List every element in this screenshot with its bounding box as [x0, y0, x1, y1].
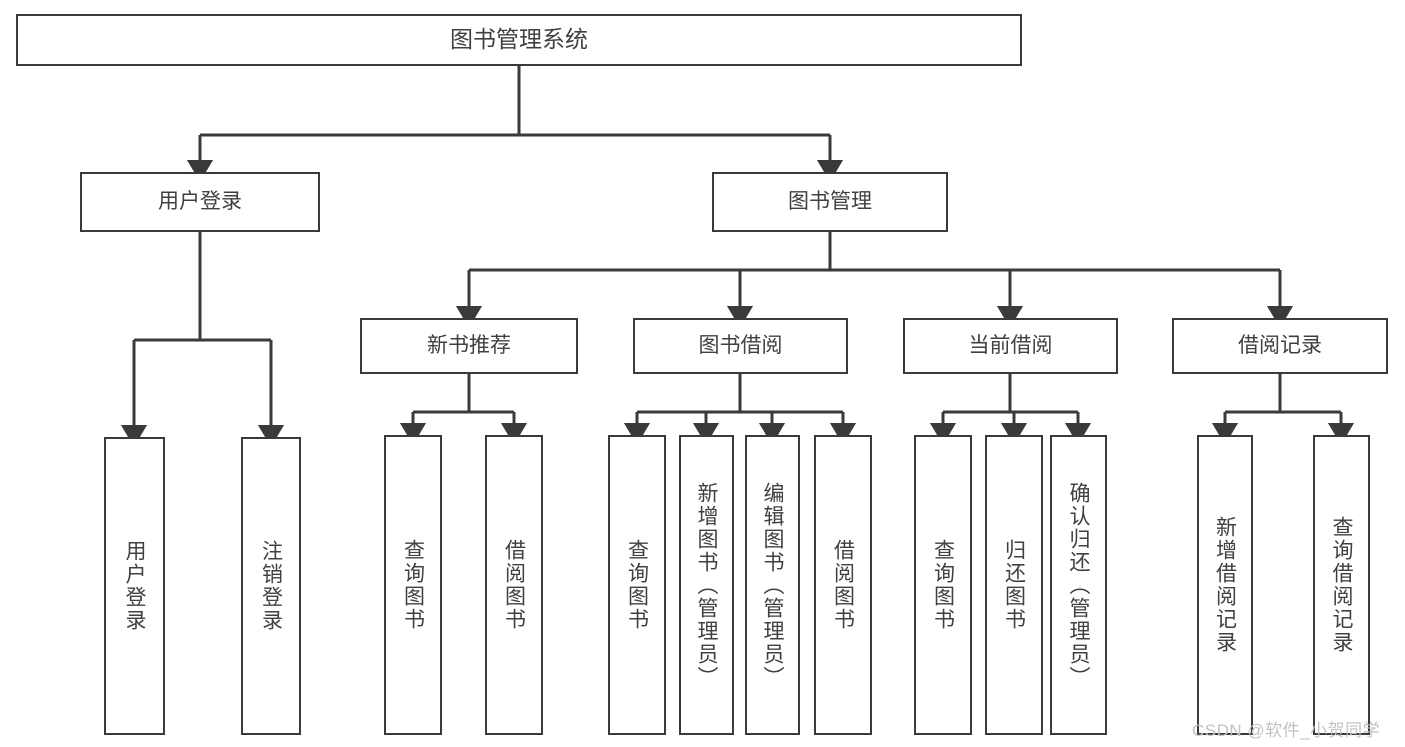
node-root-label: 图书管理系统 [450, 26, 588, 53]
node-user-login[interactable]: 用户登录 [80, 172, 320, 232]
node-new-books[interactable]: 新书推荐 [360, 318, 578, 374]
leaf-add-book[interactable]: 新增图书（管理员） [679, 435, 734, 735]
leaf-borrow-books-1-label: 借阅图书 [502, 539, 526, 631]
node-borrow-books[interactable]: 图书借阅 [633, 318, 848, 374]
leaf-query-record[interactable]: 查询借阅记录 [1313, 435, 1370, 735]
watermark: CSDN @软件_小贺同学 [1192, 721, 1381, 740]
node-user-login-label: 用户登录 [158, 189, 242, 213]
node-root-system[interactable]: 图书管理系统 [16, 14, 1022, 66]
leaf-edit-book[interactable]: 编辑图书（管理员） [745, 435, 800, 735]
leaf-add-book-label: 新增图书（管理员） [695, 481, 718, 689]
leaf-edit-book-label: 编辑图书（管理员） [761, 481, 784, 689]
leaf-add-record-label: 新增借阅记录 [1213, 516, 1237, 654]
node-book-manage-label: 图书管理 [788, 189, 872, 213]
leaf-confirm-return[interactable]: 确认归还（管理员） [1050, 435, 1107, 735]
leaf-query-books-2[interactable]: 查询图书 [608, 435, 666, 735]
leaf-add-record[interactable]: 新增借阅记录 [1197, 435, 1253, 735]
leaf-logout[interactable]: 注销登录 [241, 437, 301, 735]
leaf-user-login-label: 用户登录 [123, 540, 146, 632]
leaf-return-book-label: 归还图书 [1002, 539, 1026, 631]
node-book-manage[interactable]: 图书管理 [712, 172, 948, 232]
node-current-borrow-label: 当前借阅 [968, 333, 1053, 357]
node-borrow-records[interactable]: 借阅记录 [1172, 318, 1388, 374]
leaf-borrow-books-2-label: 借阅图书 [831, 539, 855, 631]
leaf-query-books-3[interactable]: 查询图书 [914, 435, 972, 735]
leaf-confirm-return-label: 确认归还（管理员） [1067, 481, 1090, 689]
leaf-query-record-label: 查询借阅记录 [1330, 516, 1353, 654]
leaf-return-book[interactable]: 归还图书 [985, 435, 1043, 735]
leaf-borrow-books-2[interactable]: 借阅图书 [814, 435, 872, 735]
node-borrow-records-label: 借阅记录 [1238, 333, 1322, 357]
leaf-query-books-1[interactable]: 查询图书 [384, 435, 442, 735]
leaf-query-books-2-label: 查询图书 [625, 539, 649, 631]
leaf-query-books-3-label: 查询图书 [931, 539, 955, 631]
node-borrow-books-label: 图书借阅 [698, 333, 783, 357]
leaf-borrow-books-1[interactable]: 借阅图书 [485, 435, 543, 735]
node-current-borrow[interactable]: 当前借阅 [903, 318, 1118, 374]
leaf-logout-label: 注销登录 [259, 540, 283, 632]
node-new-books-label: 新书推荐 [427, 333, 511, 357]
leaf-user-login[interactable]: 用户登录 [104, 437, 165, 735]
leaf-query-books-1-label: 查询图书 [401, 539, 425, 631]
